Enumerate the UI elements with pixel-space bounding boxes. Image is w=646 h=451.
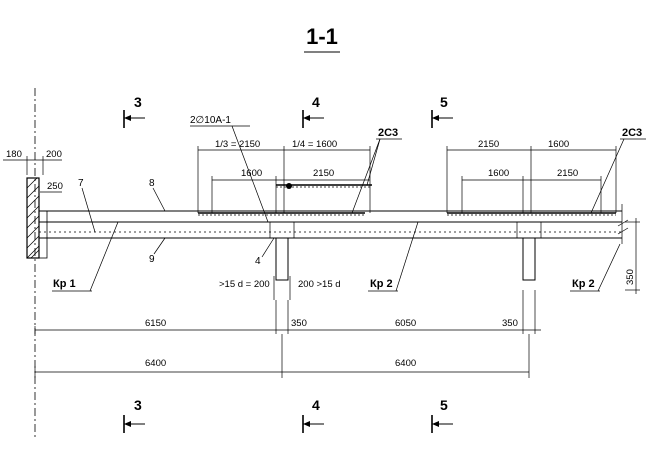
svg-text:Кр 2: Кр 2 [572,278,595,290]
kp-label-1: Кр 1 [52,221,119,292]
dim-quarter: 1/4 = 1600 [292,139,337,150]
svg-text:3: 3 [134,397,142,413]
rebar-label-a: 2∅10A-1 [190,115,269,223]
svg-text:9: 9 [149,254,155,265]
dim-third: 1/3 = 2150 [215,139,260,150]
dim-1600-b: 1600 [488,168,509,179]
svg-text:Кр 1: Кр 1 [53,278,76,290]
member-number-4: 4 [255,237,275,267]
dim-200: 200 [46,149,62,160]
section-marker-top-5: 5 [431,94,453,128]
svg-text:350: 350 [625,269,636,285]
svg-text:2C3: 2C3 [622,127,642,139]
svg-text:2C3: 2C3 [378,127,398,139]
lower-dims-row-2: 6400 6400 [34,334,530,378]
svg-text:8: 8 [149,178,155,189]
svg-text:4: 4 [255,256,261,267]
dim-6400-a: 6400 [145,358,166,369]
svg-text:200 >15 d: 200 >15 d [298,279,341,290]
anchorage-left: >15 d = 200 [219,276,275,300]
dim-6050: 6050 [395,318,416,329]
dim-2150-b: 2150 [557,168,578,179]
dim-6400-b: 6400 [395,358,416,369]
top-rebar-raised [276,183,372,189]
top-rebar-2 [447,212,616,216]
dim-350-b: 350 [502,318,518,329]
dim-6150: 6150 [145,318,166,329]
svg-text:>15 d = 200: >15 d = 200 [219,279,270,290]
member-number-8: 8 [149,178,166,212]
section-marker-top-4: 4 [302,94,324,128]
dim-2150-a: 2150 [313,168,334,179]
anchorage-right: 200 >15 d [289,276,341,300]
svg-text:4: 4 [312,94,320,110]
kp-label-2-right: Кр 2 [570,243,621,292]
upper-dims-right: 2150 1600 1600 2150 [446,139,617,213]
svg-text:3: 3 [134,94,142,110]
section-title: 1-1 [306,24,338,49]
rebar-label-b: 2C3 [351,127,402,214]
svg-text:4: 4 [312,397,320,413]
column-1 [269,222,295,281]
wall-dimensions: 180 200 250 [3,149,63,193]
dim-1600-a: 1600 [241,168,262,179]
svg-text:2∅10A-1: 2∅10A-1 [190,115,231,126]
dim-250: 250 [47,181,63,192]
member-number-9: 9 [149,237,166,265]
wall-block [26,177,48,259]
column-2 [516,222,542,281]
section-marker-bottom-3: 3 [123,397,145,433]
slab-beam [39,204,629,244]
svg-text:Кр 2: Кр 2 [370,278,393,290]
top-rebar-1 [198,212,365,216]
dim-2150-b-top: 2150 [478,139,499,150]
section-marker-top-3: 3 [123,94,145,128]
kp-label-2-mid: Кр 2 [368,221,419,292]
upper-dims-left: 1/3 = 2150 1/4 = 1600 1600 2150 [197,139,371,213]
svg-text:5: 5 [440,397,448,413]
lower-dims-row-1: 6150 350 6050 350 [34,290,541,334]
dim-180: 180 [6,149,22,160]
section-marker-bottom-4: 4 [302,397,324,433]
member-number-7: 7 [78,178,96,233]
dim-350-a: 350 [291,318,307,329]
svg-text:7: 7 [78,178,84,189]
side-dim-350: 350 [625,218,640,294]
svg-text:5: 5 [440,94,448,110]
dim-1600-b-top: 1600 [548,139,569,150]
rebar-label-c: 2C3 [590,127,646,214]
section-marker-bottom-5: 5 [431,397,453,433]
